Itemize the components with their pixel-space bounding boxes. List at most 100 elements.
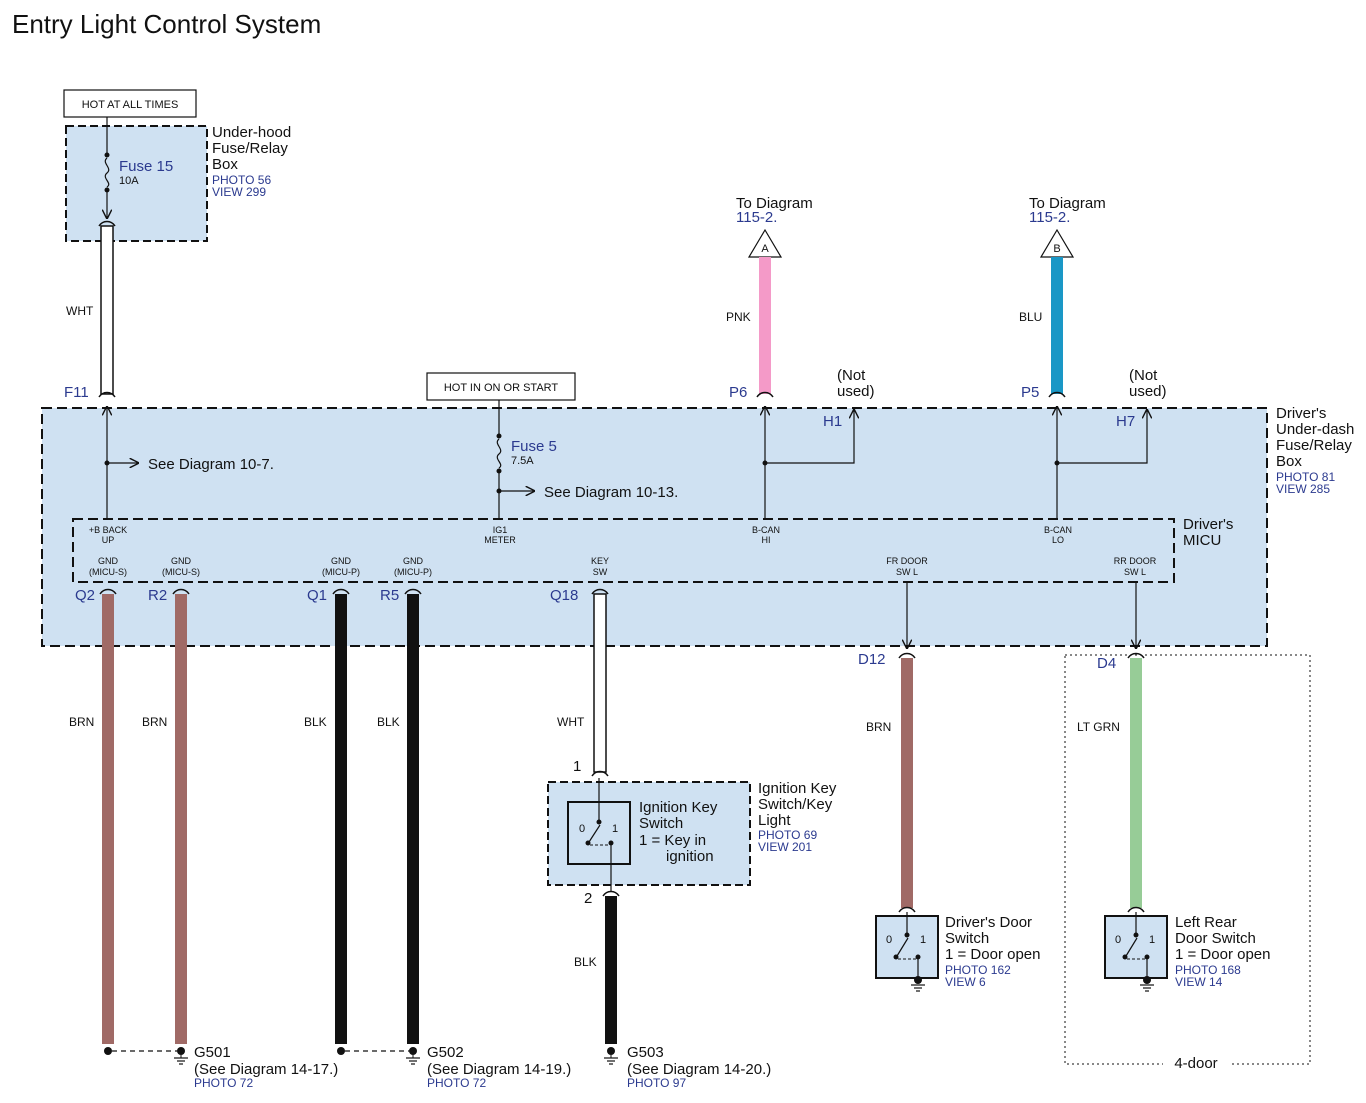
pnk-wire <box>759 257 771 394</box>
pin-q18: Q18 <box>550 587 578 604</box>
underhood-box-photo: PHOTO 56 <box>212 173 271 187</box>
wire-label-pnk: PNK <box>726 310 751 324</box>
left-rear-door-name-1: Left Rear <box>1175 914 1237 931</box>
underdash-box-name-1: Driver's <box>1276 405 1326 422</box>
to-diagram-b-line1: To Diagram <box>1029 195 1106 212</box>
pin-r5: R5 <box>380 587 399 604</box>
blk-wire-q1 <box>332 588 350 1044</box>
diagram-title: Entry Light Control System <box>12 9 321 39</box>
underdash-box-view: VIEW 285 <box>1276 482 1330 496</box>
drivers-door-name-3: 1 = Door open <box>945 946 1041 963</box>
brn-wire-q2 <box>99 588 117 1044</box>
fuse-15-symbol <box>104 157 110 188</box>
pin-d12: D12 <box>858 651 886 668</box>
micu-name-1: Driver's <box>1183 516 1233 533</box>
ignition-switch-pos-1: 1 <box>612 823 618 835</box>
ignition-inner-3: 1 = Key in <box>639 832 706 849</box>
drivers-door-switch-blade <box>896 937 909 957</box>
pin-p5: P5 <box>1021 384 1039 401</box>
underdash-box-photo: PHOTO 81 <box>1276 470 1335 484</box>
drivers-door-name-1: Driver's Door <box>945 914 1032 931</box>
fuse-5-label: Fuse 5 <box>511 438 557 455</box>
pin-p6: P6 <box>729 384 747 401</box>
pin-q2: Q2 <box>75 587 95 604</box>
to-diagram-a-line1: To Diagram <box>736 195 813 212</box>
underhood-box-name-2: Fuse/Relay <box>212 140 288 157</box>
micu-pin-bcanlo-1: B-CAN <box>1044 525 1072 535</box>
underdash-box-name-2: Under-dash <box>1276 421 1354 438</box>
left-rear-door-pos-1: 1 <box>1149 934 1155 946</box>
ignition-name-2: Switch/Key <box>758 796 833 813</box>
wire-label-brn-1: BRN <box>69 715 94 729</box>
wire-label-blk-2: BLK <box>377 715 400 729</box>
blk-key-wire <box>602 890 620 1044</box>
g502-see: (See Diagram 14-19.) <box>427 1061 571 1078</box>
to-diagram-a-line2: 115-2. <box>736 209 777 226</box>
ignition-key-switch-box <box>547 781 751 886</box>
wire-label-brn-door: BRN <box>866 720 891 734</box>
g502-photo: PHOTO 72 <box>427 1076 486 1090</box>
g501-photo: PHOTO 72 <box>194 1076 253 1090</box>
connector-a-letter: A <box>761 243 769 255</box>
g501-name: G501 <box>194 1044 231 1061</box>
four-door-label: 4-door <box>1174 1055 1217 1072</box>
fuse-15-label: Fuse 15 <box>119 158 173 175</box>
brn-door-wire <box>898 652 916 913</box>
g502-name: G502 <box>427 1044 464 1061</box>
micu-pin-ig1-2: METER <box>484 535 516 545</box>
micu-pin-gnd3-1: GND <box>331 556 352 566</box>
hot-at-all-times-label: HOT AT ALL TIMES <box>82 99 179 111</box>
micu-pin-bbackup-2: UP <box>102 535 115 545</box>
fuse-15-rating: 10A <box>119 175 139 187</box>
ignition-photo: PHOTO 69 <box>758 828 817 842</box>
micu-pin-bcanlo-2: LO <box>1052 535 1064 545</box>
micu-pin-ig1-1: IG1 <box>493 525 508 535</box>
wire-label-wht-key: WHT <box>557 715 585 729</box>
wire-label-brn-2: BRN <box>142 715 167 729</box>
underdash-box-name-3: Fuse/Relay <box>1276 437 1352 454</box>
ignition-pin-1: 1 <box>573 758 581 775</box>
micu-pin-gnd4-1: GND <box>403 556 424 566</box>
g503-ground-icon <box>604 1055 618 1065</box>
hot-in-on-or-start-label: HOT IN ON OR START <box>444 382 559 394</box>
micu-pin-gnd1-1: GND <box>98 556 119 566</box>
micu-name-2: MICU <box>1183 532 1221 549</box>
blk-wire-r5 <box>404 588 422 1044</box>
left-rear-door-pos-0: 0 <box>1115 934 1121 946</box>
underdash-box-name-4: Box <box>1276 453 1302 470</box>
drivers-door-ground-icon <box>911 984 925 992</box>
drivers-door-pos-0: 0 <box>886 934 892 946</box>
micu-pin-bbackup-1: +B BACK <box>89 525 127 535</box>
left-rear-door-photo: PHOTO 168 <box>1175 963 1241 977</box>
drivers-door-name-2: Switch <box>945 930 989 947</box>
drivers-door-photo: PHOTO 162 <box>945 963 1011 977</box>
ignition-inner-2: Switch <box>639 815 683 832</box>
wht-key-wire <box>591 588 609 777</box>
g503-name: G503 <box>627 1044 664 1061</box>
ignition-switch-pos-0: 0 <box>579 823 585 835</box>
pin-d4: D4 <box>1097 655 1116 672</box>
micu-pin-frdoor-1: FR DOOR <box>886 556 928 566</box>
micu-pin-gnd1-2: (MICU-S) <box>89 567 127 577</box>
micu-pin-gnd4-2: (MICU-P) <box>394 567 432 577</box>
pin-h7: H7 <box>1116 413 1135 430</box>
g501-see: (See Diagram 14-17.) <box>194 1061 338 1078</box>
ignition-view: VIEW 201 <box>758 840 812 854</box>
pin-q1: Q1 <box>307 587 327 604</box>
ignition-switch-blade <box>588 824 601 843</box>
g502-ground-icon <box>406 1055 420 1065</box>
g503-see: (See Diagram 14-20.) <box>627 1061 771 1078</box>
drivers-door-view: VIEW 6 <box>945 975 986 989</box>
drivers-door-pos-1: 1 <box>920 934 926 946</box>
pin-r2: R2 <box>148 587 167 604</box>
not-used-h7-line2: used) <box>1129 383 1167 400</box>
micu-pin-rrdoor-1: RR DOOR <box>1114 556 1157 566</box>
ignition-name-3: Light <box>758 812 791 829</box>
pin-h1: H1 <box>823 413 842 430</box>
wire-label-blk-key: BLK <box>574 955 597 969</box>
g501-ground-icon <box>174 1055 188 1065</box>
wire-label-blk-1: BLK <box>304 715 327 729</box>
underhood-box-name-1: Under-hood <box>212 124 291 141</box>
left-rear-door-name-2: Door Switch <box>1175 930 1256 947</box>
